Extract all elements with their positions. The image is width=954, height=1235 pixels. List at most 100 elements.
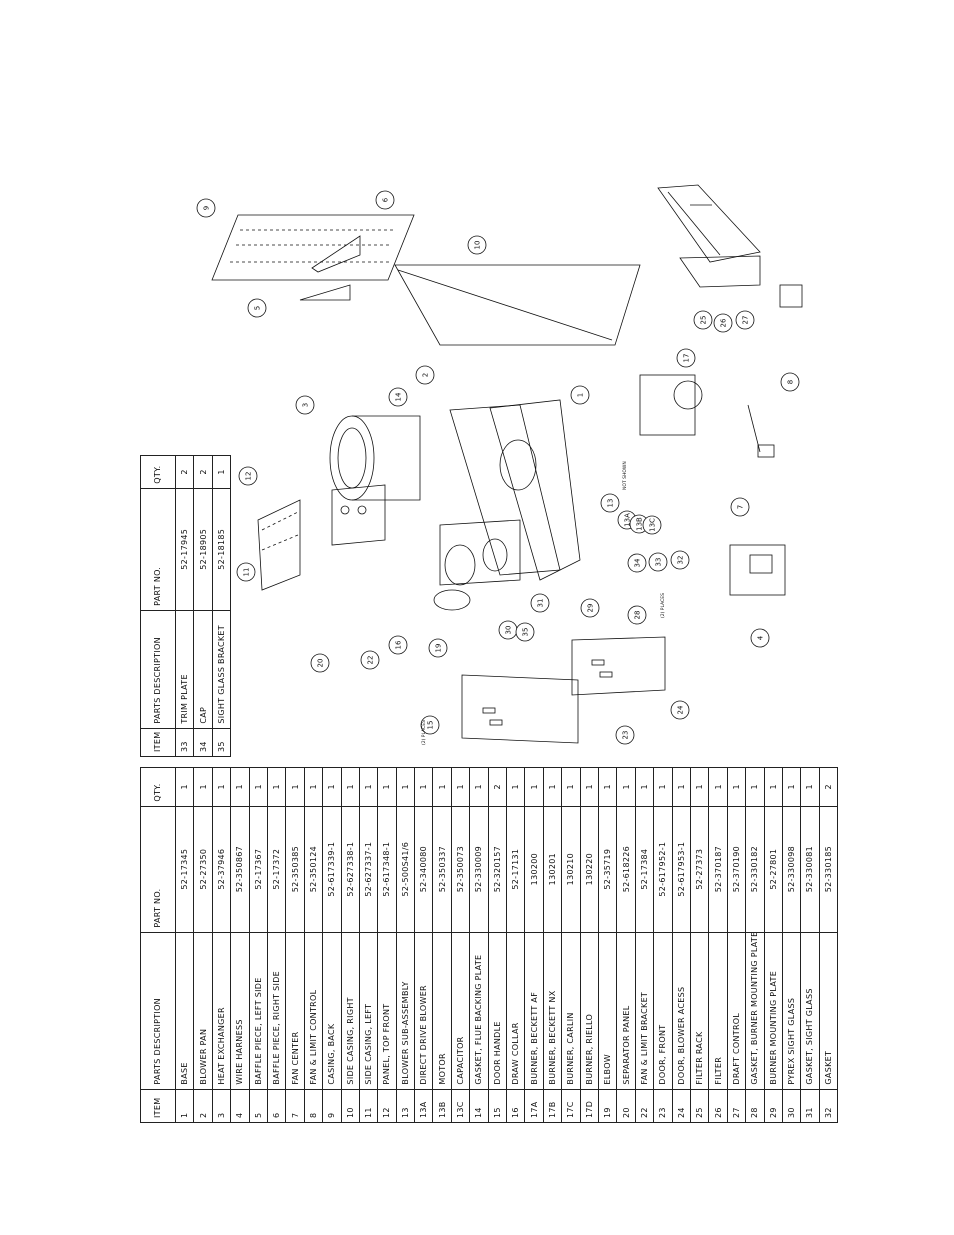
item-cell: 13B: [432, 1089, 452, 1123]
part-no-cell: 52-350337: [432, 806, 452, 933]
description-cell: FAN & LIMIT BRACKET: [635, 932, 654, 1090]
callout-label: 2: [422, 373, 430, 377]
qty-cell: 1: [377, 767, 397, 807]
callout-label: 23: [622, 731, 630, 740]
callout-2: 2: [415, 365, 435, 385]
callout-bubble: [238, 466, 258, 486]
callout-28: 28: [627, 605, 647, 625]
callout-bubble: [467, 235, 487, 255]
callout-9: 9: [196, 198, 216, 218]
callout-bubble: [515, 622, 535, 642]
callout-label: 33: [655, 558, 663, 567]
part-no-cell: 52-320157: [488, 806, 507, 933]
description-cell: ELBOW: [598, 932, 617, 1090]
callout-bubble: [642, 515, 662, 535]
item-cell: 6: [267, 1089, 286, 1123]
qty-cell: 1: [580, 767, 599, 807]
callout-label: 30: [505, 626, 513, 635]
item-cell: 16: [506, 1089, 525, 1123]
header-item: ITEM: [140, 1089, 176, 1123]
callout-label: 28: [634, 611, 642, 620]
item-cell: 26: [708, 1089, 728, 1123]
base-part: [449, 399, 581, 581]
description-cell: TRIM PLATE: [175, 610, 194, 729]
callout-bubble: [713, 313, 733, 333]
heat-exchanger-part: [329, 415, 421, 501]
header-item: ITEM: [140, 728, 176, 757]
callout-bubble: [388, 387, 408, 407]
callout-label: 12: [245, 472, 253, 481]
qty-cell: 1: [304, 767, 323, 807]
item-cell: 34: [193, 728, 213, 757]
qty-cell: 1: [193, 767, 213, 807]
qty-cell: 1: [543, 767, 562, 807]
description-cell: SEPARATOR PANEL: [616, 932, 636, 1090]
part-no-cell: 52-350073: [451, 806, 470, 933]
callout-label: 32: [677, 556, 685, 565]
item-cell: 35: [212, 728, 231, 757]
description-cell: FAN & LIMIT CONTROL: [304, 932, 323, 1090]
callout-label: 7: [737, 505, 745, 509]
callout-32: 32: [670, 550, 690, 570]
callout-label: 13C: [649, 518, 657, 532]
callout-bubble: [735, 310, 755, 330]
callout-bubble: [247, 298, 267, 318]
item-cell: 1: [175, 1089, 194, 1123]
description-cell: DOOR HANDLE: [488, 932, 507, 1090]
header-qty: QTY.: [140, 455, 176, 489]
part-no-cell: 52-330185: [819, 806, 838, 933]
item-cell: 29: [764, 1089, 783, 1123]
item-cell: 8: [304, 1089, 323, 1123]
item-cell: 22: [635, 1089, 654, 1123]
qty-cell: 1: [506, 767, 525, 807]
qty-cell: 1: [432, 767, 452, 807]
item-cell: 17B: [543, 1089, 562, 1123]
callout-30: 30: [498, 620, 518, 640]
callout-bubble: [627, 553, 647, 573]
qty-cell: 1: [359, 767, 378, 807]
callout-label: 3: [302, 403, 310, 407]
part-no-cell: 130200: [524, 806, 544, 933]
side-casing-right-part: [394, 264, 641, 346]
callout-label: 16: [395, 640, 403, 649]
description-cell: DRAW COLLAR: [506, 932, 525, 1090]
top-front-panel-part: [331, 484, 386, 546]
description-cell: MOTOR: [432, 932, 452, 1090]
header-part-no: PART NO.: [140, 806, 176, 933]
callout-bubble: [693, 310, 713, 330]
callout-label: 13B: [636, 517, 644, 531]
burner-mounting-part: [439, 519, 521, 586]
part-no-cell: 52-618226: [616, 806, 636, 933]
description-cell: WIRE HARNESS: [230, 932, 250, 1090]
item-cell: 13C: [451, 1089, 470, 1123]
description-cell: BAFFLE PIECE, LEFT SIDE: [249, 932, 268, 1090]
callout-25: 25: [693, 310, 713, 330]
qty-cell: 1: [616, 767, 636, 807]
description-cell: FILTER RACK: [690, 932, 709, 1090]
table-header-row: ITEM PARTS DESCRIPTION PART NO. QTY.: [140, 767, 176, 1123]
qty-cell: 1: [469, 767, 489, 807]
description-cell: FILTER: [708, 932, 728, 1090]
callout-bubble: [676, 348, 696, 368]
callout-35: 35: [515, 622, 535, 642]
qty-cell: 1: [175, 767, 194, 807]
description-cell: BASE: [175, 932, 194, 1090]
qty-cell: 1: [800, 767, 820, 807]
part-no-cell: 52-17384: [635, 806, 654, 933]
callout-bubble: [310, 653, 330, 673]
